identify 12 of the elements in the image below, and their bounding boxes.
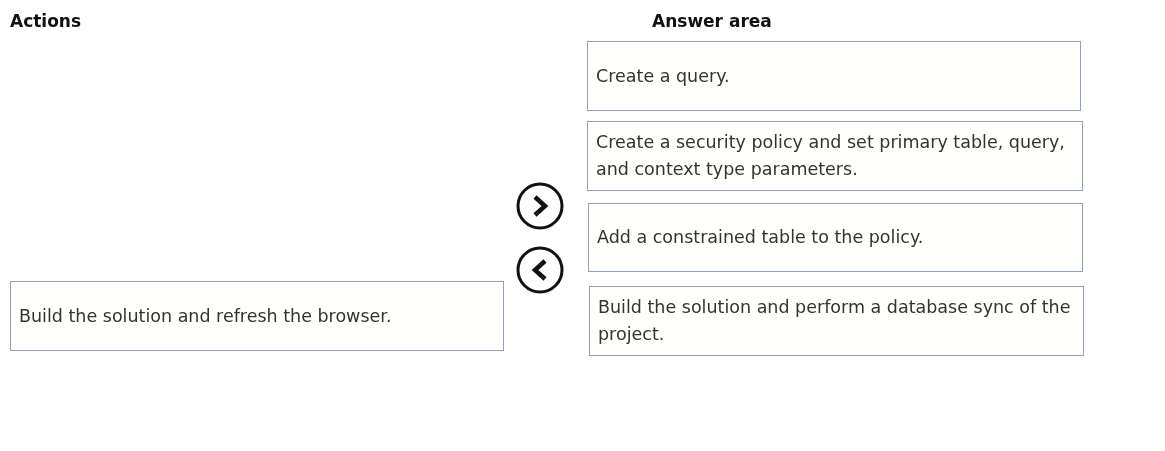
step-text: Add a constrained table to the policy. [597,226,924,249]
step-text: Build the solution and perform a database sync of the project. [598,296,1071,346]
answer-option-box [587,41,1081,111]
answer-option-box [588,203,1083,272]
step-text: Create a security policy and set primary table, query, and context type parameters. [596,131,1066,181]
section-heading: Actions [10,11,82,31]
step-text: Create a query. [596,64,730,88]
answer-option-box [10,281,504,351]
step-text: Build the solution and refresh the browser. [19,304,392,328]
answer-option-box [589,286,1084,356]
answer-option-box [587,121,1083,191]
section-heading: Answer area [652,11,772,31]
